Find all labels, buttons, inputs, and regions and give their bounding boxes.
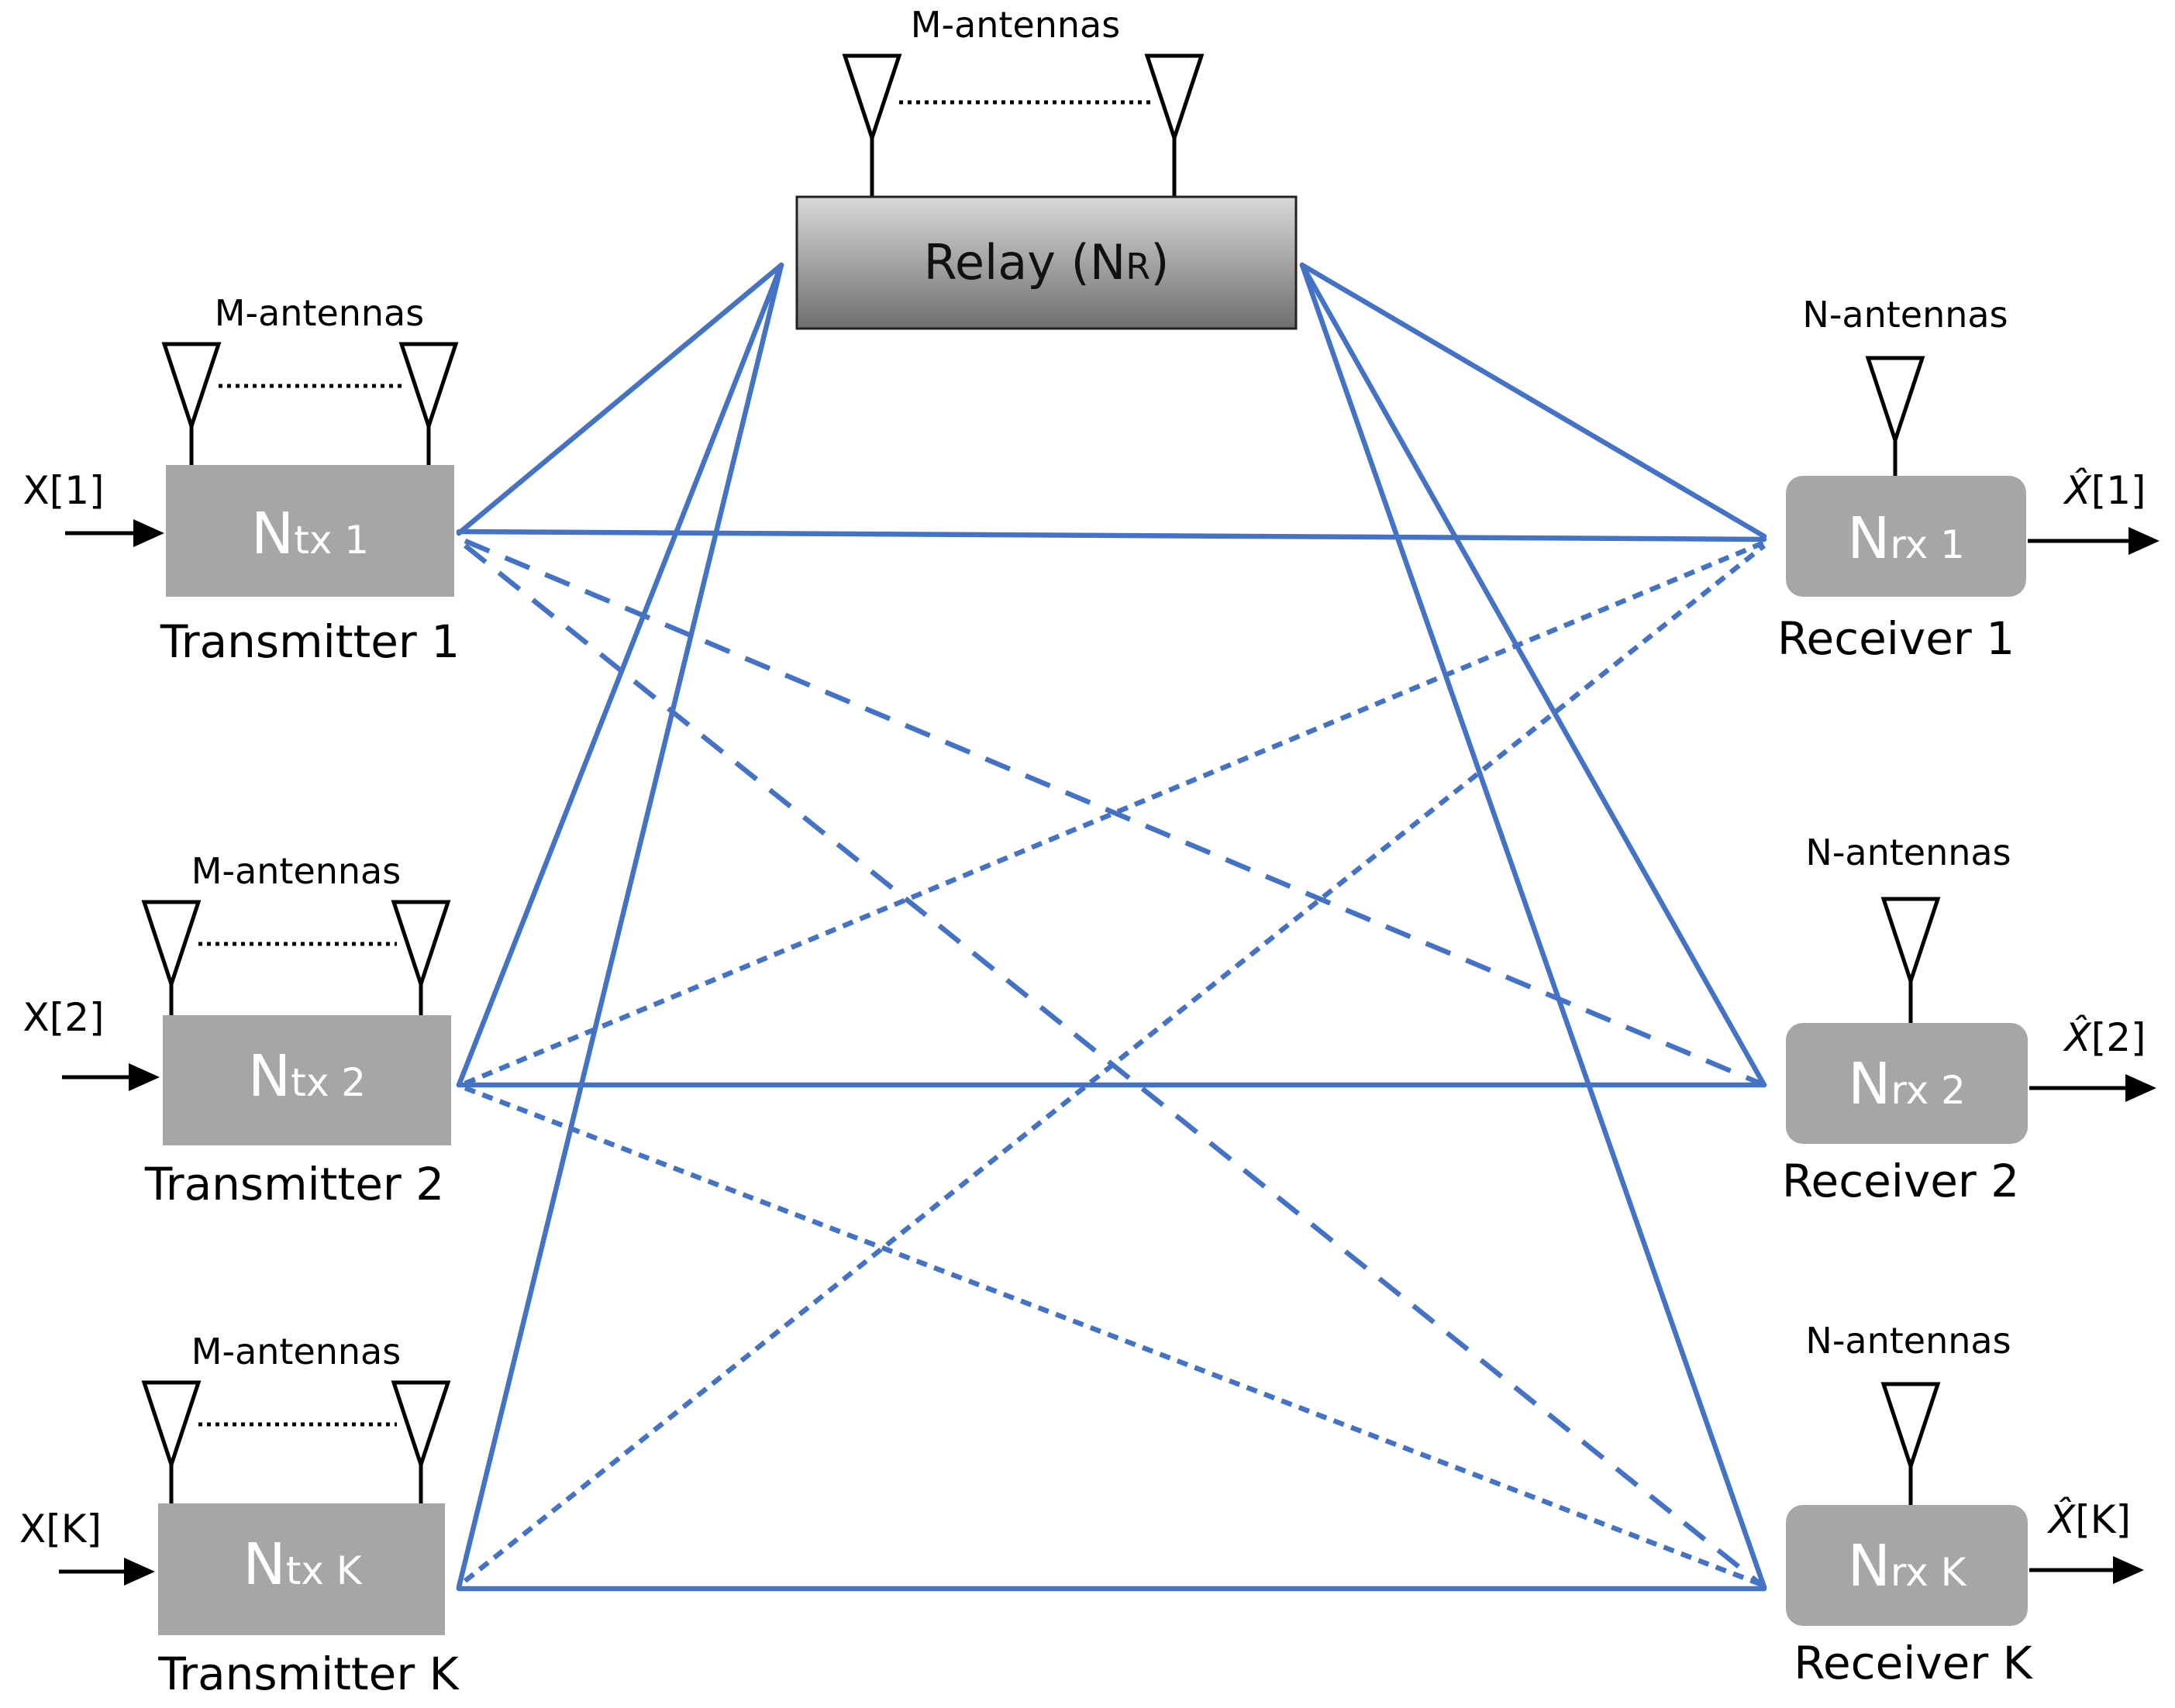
rxk-name: Receiver K: [1794, 1637, 2033, 1689]
rx1-name: Receiver 1: [1777, 612, 2015, 665]
transmitter-2: M-antennas Ntx 2 Transmitter 2 X[2]: [22, 850, 451, 1210]
rx1-antennas-label: N-antennas: [1802, 294, 2008, 336]
txk-antennas-label: M-antennas: [191, 1331, 401, 1372]
rx1-box-label: Nrx 1: [1847, 505, 1965, 572]
relay-label: Relay (NR): [924, 234, 1170, 291]
link-tx2-rxk-interference: [464, 1085, 1766, 1589]
receiver-k: N-antennas Nrx K Receiver K X̂[K]: [1786, 1320, 2144, 1689]
rxk-antenna-icon: [1880, 1382, 1941, 1507]
link-relay-tx1: [456, 262, 784, 536]
transmitter-1: M-antennas Ntx 1 Transmitter 1 X[1]: [22, 292, 460, 668]
tx2-antenna-left-icon: [141, 900, 202, 1017]
tx2-antennas-label: M-antennas: [191, 850, 401, 892]
rxk-output-label: X̂[K]: [2046, 1496, 2131, 1542]
rx1-box: [1786, 476, 2026, 597]
rxk-antennas-label: N-antennas: [1805, 1320, 2011, 1362]
rx2-antenna-icon: [1880, 897, 1941, 1024]
rx2-box-label: Nrx 2: [1848, 1051, 1966, 1117]
txk-input-arrow-icon: [59, 1558, 155, 1586]
relay: M-antennas Relay (NR): [795, 4, 1298, 330]
tx2-box: [163, 1015, 451, 1145]
link-relay-rx2: [1299, 262, 1767, 1088]
tx1-antennas-label: M-antennas: [215, 292, 424, 334]
txk-input-label: X[K]: [19, 1507, 102, 1551]
link-tx1-rx2-interference: [464, 539, 1766, 1087]
link-relay-txk: [456, 262, 784, 1590]
tx1-input-label: X[1]: [22, 468, 104, 513]
rx2-output-label: X̂[2]: [2062, 1014, 2146, 1060]
txk-name: Transmitter K: [157, 1648, 460, 1700]
tx2-name: Transmitter 2: [144, 1158, 444, 1210]
rxk-box-label: Nrx K: [1848, 1533, 1967, 1600]
link-relay-rx1: [1299, 262, 1767, 539]
link-txk-rx1-interference: [463, 543, 1767, 1583]
tx1-name: Transmitter 1: [160, 615, 460, 668]
relay-antenna-right-icon: [1144, 53, 1205, 197]
relay-box: [795, 195, 1298, 330]
rx1-output-arrow-icon: [2028, 527, 2159, 555]
links: [456, 262, 1767, 1592]
tx2-input-arrow-icon: [62, 1063, 160, 1091]
rx2-output-arrow-icon: [2029, 1074, 2156, 1102]
relay-antennas-label: M-antennas: [911, 4, 1120, 46]
link-tx2-rx1-interference: [464, 539, 1766, 1086]
receiver-1: N-antennas Nrx 1 Receiver 1 X̂[1]: [1777, 294, 2159, 665]
rx2-antennas-label: N-antennas: [1805, 832, 2011, 873]
txk-box-label: Ntx K: [243, 1531, 362, 1598]
txk-box: [158, 1503, 445, 1635]
link-tx1-rx1: [456, 529, 1767, 542]
link-relay-rxk: [1299, 262, 1767, 1590]
rxk-output-arrow-icon: [2029, 1556, 2144, 1584]
txk-antenna-right-icon: [391, 1380, 451, 1505]
rx2-name: Receiver 2: [1782, 1155, 2019, 1207]
tx1-input-arrow-icon: [65, 519, 164, 547]
rx1-antenna-icon: [1865, 356, 1925, 477]
tx2-antenna-right-icon: [391, 900, 451, 1017]
rx1-output-label: X̂[1]: [2062, 467, 2146, 513]
receiver-2: N-antennas Nrx 2 Receiver 2 X̂[2]: [1782, 832, 2156, 1207]
tx1-box-label: Ntx 1: [251, 501, 369, 567]
txk-antenna-left-icon: [141, 1380, 202, 1505]
link-relay-tx2: [456, 262, 784, 1088]
tx2-box-label: Ntx 2: [248, 1043, 366, 1110]
relay-antenna-left-icon: [842, 53, 902, 197]
rx2-box: [1786, 1023, 2028, 1144]
tx1-antenna-right-icon: [398, 342, 459, 467]
transmitter-k: M-antennas Ntx K Transmitter K X[K]: [19, 1331, 460, 1700]
tx1-antenna-left-icon: [161, 342, 222, 467]
tx1-box: [166, 465, 454, 597]
rxk-box: [1786, 1505, 2028, 1626]
tx2-input-label: X[2]: [22, 995, 104, 1040]
